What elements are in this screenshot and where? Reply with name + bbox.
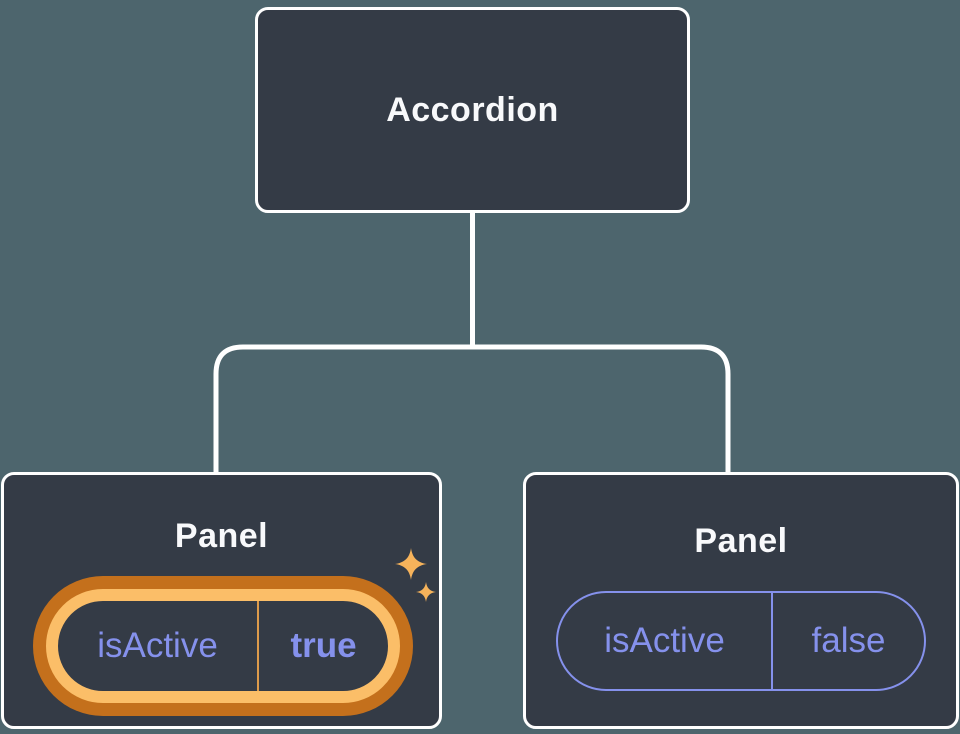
branch-connector [213,344,731,474]
accordion-label: Accordion [386,90,559,129]
prop-value-label: true [290,626,357,665]
prop-pill-inactive: isActive false [556,591,926,691]
prop-pill-active: isActive true [46,589,400,703]
prop-value-label: false [811,621,886,660]
panel-title: Panel [174,517,269,555]
node-panel-active: Panel isActive true [1,472,442,729]
node-panel-inactive: Panel isActive false [523,472,959,729]
prop-name-label: isActive [97,626,218,665]
pill-divider [257,601,259,691]
panel-title: Panel [694,522,788,560]
pill-divider [771,593,773,689]
sparkles-icon [395,548,436,602]
prop-name-label: isActive [604,621,725,660]
node-accordion: Accordion [255,7,690,213]
